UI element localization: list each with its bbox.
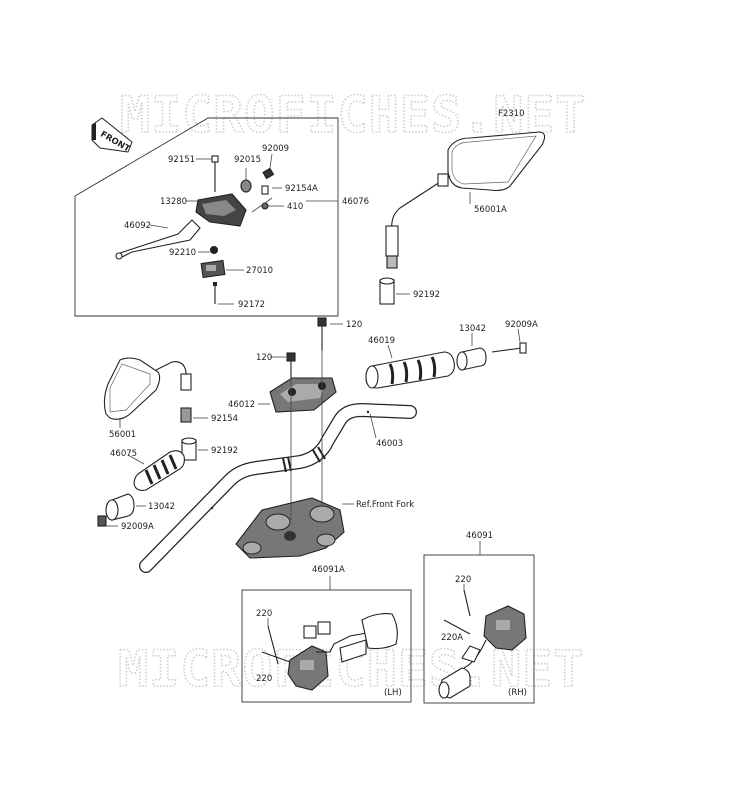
callout-92192-left: 92192 (211, 446, 238, 456)
lever-assembly-box (74, 117, 339, 317)
callout-92151: 92151 (168, 155, 195, 165)
callout-13042-right: 13042 (459, 324, 486, 334)
diagram-code: F2310 (498, 109, 525, 119)
clutch-lever-assembly (115, 155, 275, 304)
grip-right (365, 351, 455, 389)
handlebar (139, 402, 417, 573)
grip-left (133, 450, 185, 491)
nut-92154-left (180, 407, 192, 423)
callout-92009: 92009 (262, 144, 289, 154)
callout-92172: 92172 (238, 300, 265, 310)
callout-120-top: 120 (346, 320, 362, 330)
callout-13280: 13280 (160, 197, 187, 207)
rh-tag: (RH) (508, 688, 527, 698)
lh-tag: (LH) (384, 688, 402, 698)
callout-92192-top: 92192 (413, 290, 440, 300)
callout-46091A: 46091A (312, 565, 345, 575)
switch-rh-box (423, 554, 535, 704)
switch-rh-assembly (438, 589, 527, 699)
mirror-left (103, 357, 192, 420)
callout-92015: 92015 (234, 155, 261, 165)
callout-92154: 92154 (211, 414, 238, 424)
callout-92210: 92210 (169, 248, 196, 258)
callout-ref-front-fork: Ref.Front Fork (356, 500, 414, 510)
bar-end-weight-right (461, 347, 487, 371)
lower-holder-front-fork (235, 497, 345, 559)
callout-46076: 46076 (342, 197, 369, 207)
callout-27010: 27010 (246, 266, 273, 276)
callout-92154A: 92154A (285, 184, 318, 194)
callout-46003: 46003 (376, 439, 403, 449)
switch-lh-box (241, 589, 412, 703)
mirror-right (385, 131, 546, 269)
switch-lh-assembly (261, 613, 398, 691)
callout-46091: 46091 (466, 531, 493, 541)
callout-410: 410 (287, 202, 303, 212)
callout-56001: 56001 (109, 430, 136, 440)
callout-92009A-right: 92009A (505, 320, 538, 330)
callout-220-rh: 220 (455, 575, 471, 585)
bolt-92009A-left (97, 515, 107, 527)
callout-220-lh-1: 220 (256, 609, 272, 619)
callout-46012: 46012 (228, 400, 255, 410)
callout-46092: 46092 (124, 221, 151, 231)
callout-220A-rh: 220A (441, 633, 463, 643)
callout-46019: 46019 (368, 336, 395, 346)
callout-13042-left: 13042 (148, 502, 175, 512)
handlebar-holder-upper (269, 377, 337, 413)
callout-56001A: 56001A (474, 205, 507, 215)
callout-120-left: 120 (256, 353, 272, 363)
callout-92009A-left: 92009A (121, 522, 154, 532)
callout-220-lh-2: 220 (256, 674, 272, 684)
bar-end-weight-left (105, 493, 135, 521)
callout-46075: 46075 (110, 449, 137, 459)
